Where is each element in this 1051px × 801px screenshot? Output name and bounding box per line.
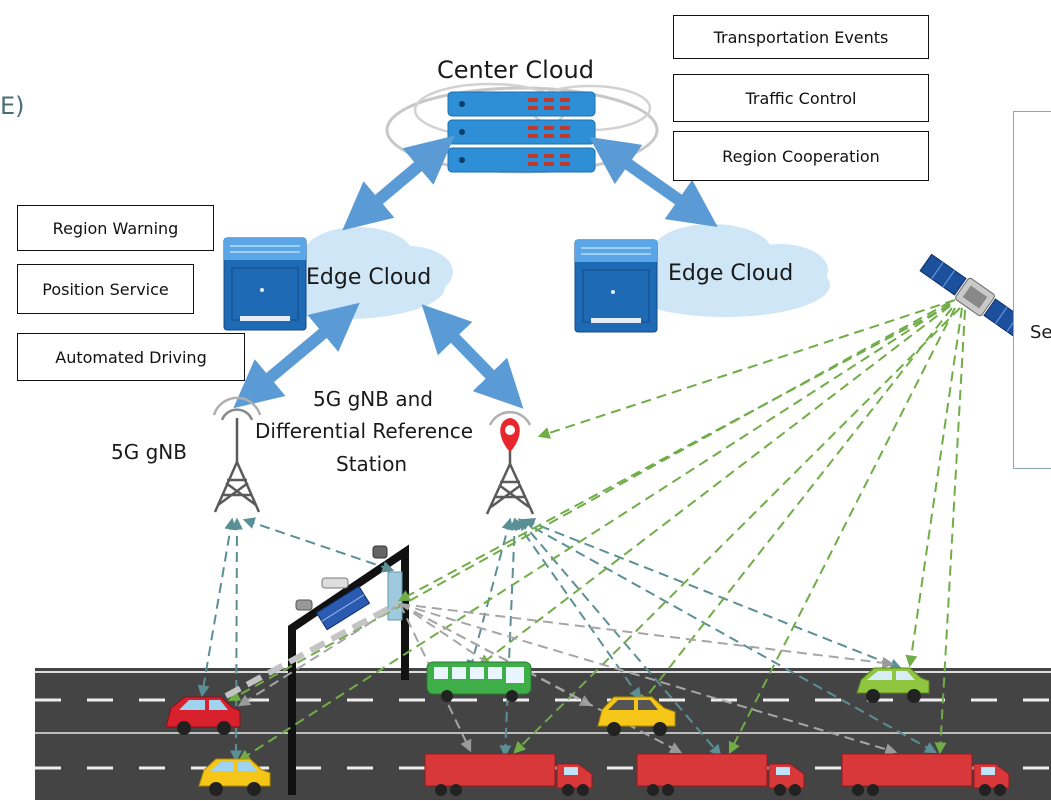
gnb-label: 5G gNB — [111, 440, 187, 464]
vehicles — [165, 661, 1010, 796]
right-panel-text-fragment: Se — [1030, 322, 1051, 343]
gnss-link — [237, 303, 951, 762]
center-service-box: Transportation Events — [673, 15, 929, 59]
gnss-link — [513, 307, 961, 754]
truck-icon — [841, 753, 1010, 796]
gnss-link — [905, 307, 963, 668]
car-icon — [856, 667, 930, 703]
gnb-diff-label-line1: 5G gNB and — [313, 387, 433, 411]
bus-icon — [426, 661, 532, 702]
gnss-link — [638, 307, 953, 707]
v2x-link — [399, 603, 898, 755]
gnss-link — [397, 304, 951, 602]
cell-link — [197, 517, 237, 698]
rsu-broadcast-link — [224, 601, 399, 699]
cell-tower-icon — [212, 396, 262, 513]
v2x-link — [399, 603, 683, 754]
gnss-link — [227, 301, 951, 702]
core-links — [233, 135, 718, 409]
truck-icon — [636, 753, 805, 796]
edge-service-box: Region Warning — [17, 205, 214, 251]
server-rack-icon — [223, 237, 307, 331]
car-icon — [597, 696, 676, 736]
left-edge-text-fragment: E) — [0, 92, 25, 120]
truck-icon — [424, 753, 593, 796]
center-service-box: Region Cooperation — [673, 131, 929, 181]
edge-service-box: Position Service — [17, 264, 194, 314]
gnb-diff-label-line3: Station — [336, 452, 408, 476]
server-rack-icon — [447, 91, 596, 173]
cell-link — [522, 517, 903, 671]
car-icon — [198, 758, 271, 796]
gnss-link — [728, 307, 956, 755]
v2x-link — [399, 603, 895, 669]
server-rack-icon — [574, 239, 658, 333]
edge-service-box: Automated Driving — [17, 333, 245, 381]
gnss-link — [478, 305, 951, 667]
edge-cloud-right — [620, 224, 830, 317]
gnb-diff-label-line2: Differential Reference — [255, 419, 474, 443]
rsu-icon — [387, 571, 403, 621]
center-cloud-label: Center Cloud — [437, 56, 594, 84]
edge-cloud-left-label: Edge Cloud — [306, 265, 432, 290]
cell-link — [242, 517, 395, 573]
gnss-link — [934, 309, 966, 755]
gantry — [288, 544, 409, 795]
gnss-link — [537, 299, 956, 439]
location-pin-icon — [500, 418, 520, 452]
car-icon — [165, 696, 241, 735]
cell-tower-icon — [485, 410, 535, 515]
gnss-links — [227, 299, 966, 762]
edge-cloud-right-label: Edge Cloud — [668, 261, 794, 286]
right-side-panel — [1013, 111, 1051, 469]
center-service-box: Traffic Control — [673, 74, 929, 122]
rsu-icon — [315, 585, 371, 631]
